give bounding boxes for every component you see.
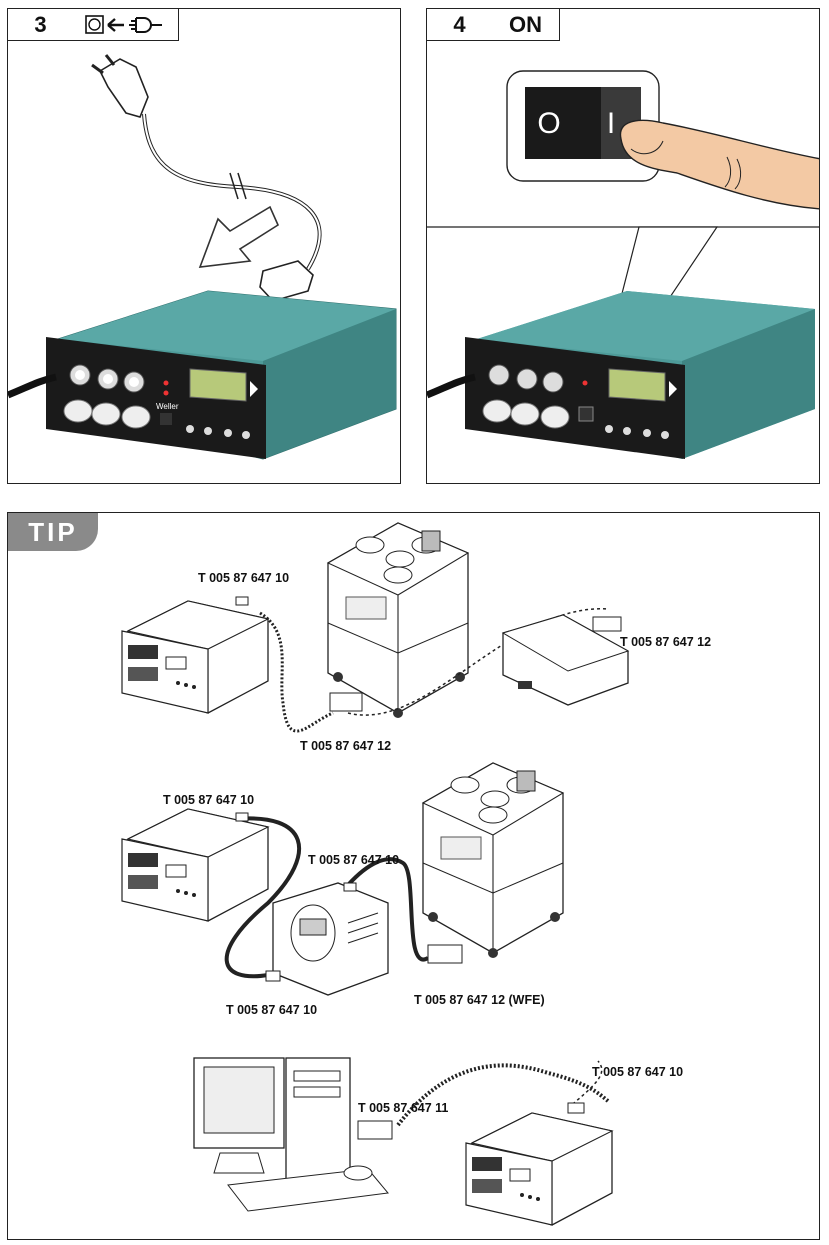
step-3-panel: 3 Weller <box>7 8 401 484</box>
switch-off-symbol: O <box>537 107 560 140</box>
part-number-label: T 005 87 647 10 <box>198 571 290 585</box>
tip-illustration <box>121 522 630 1226</box>
tip-panel: TIP <box>7 512 820 1240</box>
part-number-label: T 005 87 647 10 <box>226 1003 318 1017</box>
part-number-label: T 005 87 647 10 <box>592 1065 684 1079</box>
step-4-panel: 4 ON O I <box>426 8 820 484</box>
part-number-label: T 005 87 647 10 <box>163 793 255 807</box>
step-3-number: 3 <box>8 9 74 41</box>
brand-logo: Weller <box>156 402 179 411</box>
power-off-to-plug-icon <box>84 14 162 34</box>
step-4-illustration: O I <box>427 70 819 459</box>
switch-on-symbol: I <box>607 107 615 140</box>
part-number-label: T 005 87 647 12 (WFE) <box>414 993 545 1007</box>
part-number-label: T 005 87 647 10 <box>308 853 400 867</box>
part-number-label: T 005 87 647 12 <box>300 739 392 753</box>
part-number-label: T 005 87 647 11 <box>358 1101 449 1115</box>
step-3-illustration: Weller <box>8 54 397 460</box>
step-4-number: 4 <box>427 9 493 41</box>
step-3-symbol <box>73 9 179 41</box>
part-number-label: T 005 87 647 12 <box>620 635 712 649</box>
step-4-label: ON <box>492 9 560 41</box>
tip-tab: TIP <box>8 513 98 551</box>
